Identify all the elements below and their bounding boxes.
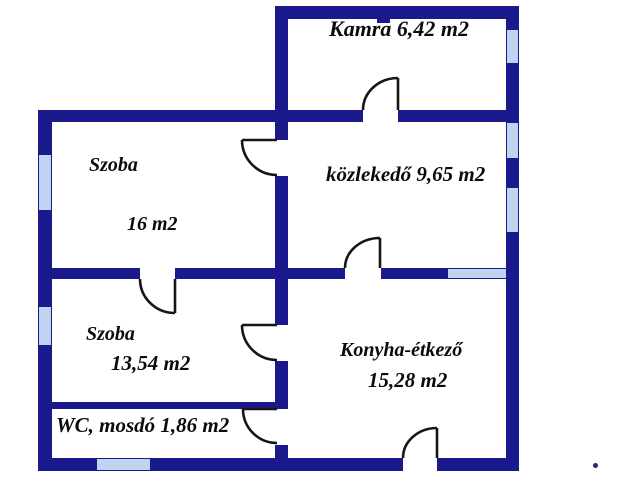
door-szoba-16 <box>240 138 278 177</box>
room-label-szoba-16: Szoba <box>89 154 138 176</box>
wall-bottom-left-segment <box>38 458 403 471</box>
wall-divider-horizontal-3 <box>381 268 506 279</box>
room-label-szoba-13: Szoba <box>86 323 135 345</box>
window-szoba-13 <box>39 307 51 345</box>
door-entrance <box>401 426 439 459</box>
wall-tick-mark <box>377 19 390 23</box>
window-wc <box>97 459 150 470</box>
wall-divider-vertical-3 <box>275 361 288 409</box>
wall-right-exterior <box>506 110 519 471</box>
room-label-wc-mosdo: WC, mosdó 1,86 m2 <box>56 413 230 437</box>
wall-divider-vertical-1 <box>275 122 288 140</box>
wall-divider-vertical-4 <box>275 445 288 458</box>
wall-top-left-segment <box>38 110 363 122</box>
wall-wc-top <box>38 402 288 409</box>
room-label-konyha: Konyha-étkező <box>340 339 463 361</box>
window-kamra <box>507 30 518 63</box>
window-kozlekedo-2 <box>507 188 518 232</box>
wall-top-right-segment <box>398 110 519 122</box>
room-area-szoba-16: 16 m2 <box>127 213 178 235</box>
window-szoba-16 <box>39 155 51 210</box>
door-kozlekedo <box>343 236 382 269</box>
stray-dot <box>593 463 598 468</box>
door-konyha <box>240 323 278 362</box>
door-szoba-divider <box>138 278 177 315</box>
wall-divider-horizontal-2 <box>175 268 345 279</box>
door-kamra <box>361 76 400 111</box>
door-wc <box>241 407 278 445</box>
window-konyha <box>448 269 506 278</box>
room-area-konyha: 15,28 m2 <box>368 368 448 392</box>
wall-bottom-right-segment <box>437 458 519 471</box>
window-kozlekedo-1 <box>507 123 518 158</box>
wall-divider-horizontal-1 <box>38 268 140 279</box>
room-label-kamra: Kamra 6,42 m2 <box>329 16 469 41</box>
wall-divider-vertical-2 <box>275 176 288 325</box>
wall-kamra-left <box>275 6 288 122</box>
room-label-kozlekedo: közlekedő 9,65 m2 <box>326 162 486 186</box>
wall-kamra-top <box>275 6 519 19</box>
room-area-szoba-13: 13,54 m2 <box>111 351 191 375</box>
